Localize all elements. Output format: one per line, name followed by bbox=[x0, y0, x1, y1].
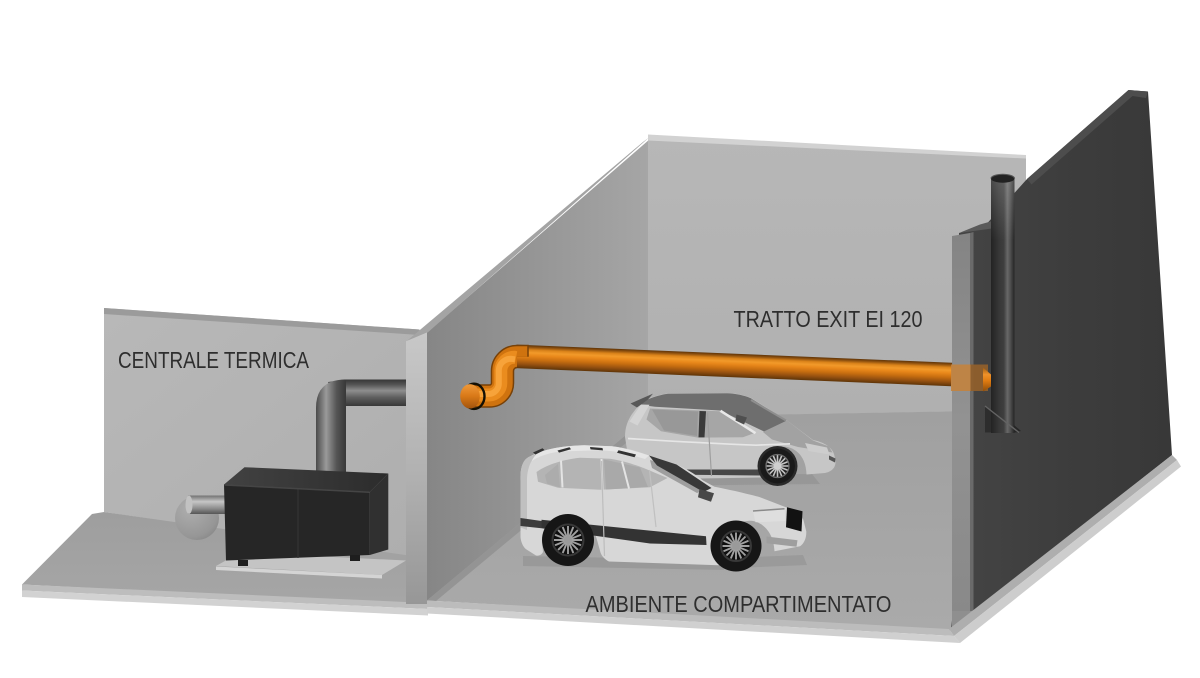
svg-text:TRATTO EXIT EI 120: TRATTO EXIT EI 120 bbox=[734, 306, 923, 332]
svg-text:CENTRALE TERMICA: CENTRALE TERMICA bbox=[118, 347, 310, 373]
svg-text:AMBIENTE COMPARTIMENTATO: AMBIENTE COMPARTIMENTATO bbox=[586, 591, 892, 617]
